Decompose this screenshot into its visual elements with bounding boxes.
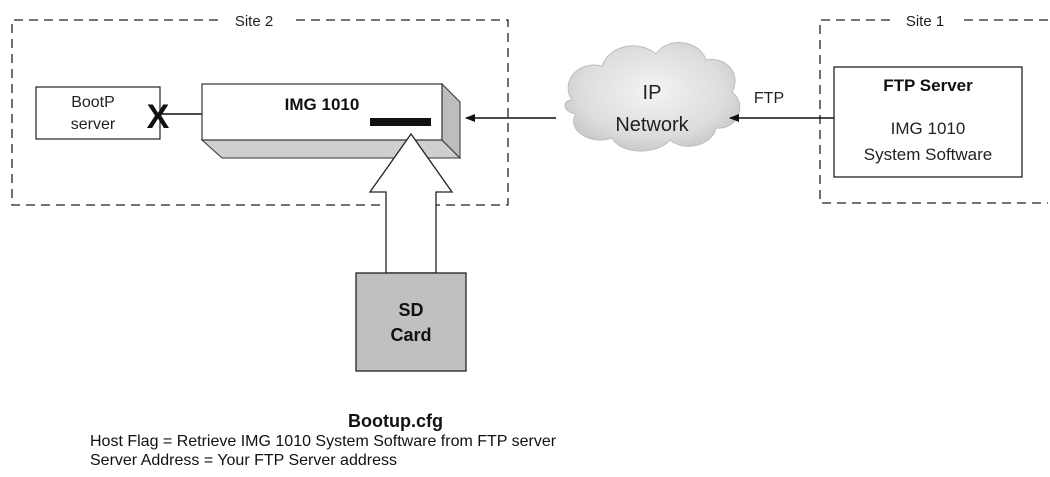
ftp-server-line2: System Software xyxy=(864,145,993,164)
ip-network-label-line2: Network xyxy=(615,114,689,136)
img-1010-label: IMG 1010 xyxy=(285,95,360,114)
site-1-label: Site 1 xyxy=(906,13,944,30)
sd-card: SD Card xyxy=(355,272,467,372)
site-2-label: Site 2 xyxy=(235,13,273,30)
sd-card-label-line2: Card xyxy=(390,325,431,345)
ftp-link-label: FTP xyxy=(754,90,784,107)
sd-slot xyxy=(370,118,431,126)
sd-card-label-line1: SD xyxy=(398,300,423,320)
site-1-boundary: Site 1 xyxy=(819,13,1048,204)
site-2-boundary: Site 2 xyxy=(11,13,509,206)
ftp-server: FTP Server IMG 1010 System Software xyxy=(833,66,1023,178)
config-filename: Bootup.cfg xyxy=(348,411,443,431)
ip-network-label-line1: IP xyxy=(643,82,662,104)
bootup-config-caption: Bootup.cfg Host Flag = Retrieve IMG 1010… xyxy=(90,410,790,470)
img-1010-device: IMG 1010 xyxy=(200,82,462,160)
bootp-server-label-line2: server xyxy=(71,116,116,133)
bootp-server: BootP server xyxy=(35,86,161,140)
ftp-server-line1: IMG 1010 xyxy=(891,119,966,138)
ip-network-cloud: IP Network xyxy=(564,42,741,152)
sd-card-upload-arrow xyxy=(368,132,454,274)
blocked-x-icon: X xyxy=(147,98,170,136)
host-flag-line: Host Flag = Retrieve IMG 1010 System Sof… xyxy=(90,433,557,450)
ftp-server-title: FTP Server xyxy=(883,76,973,95)
bootp-server-label-line1: BootP xyxy=(71,94,115,111)
server-address-line: Server Address = Your FTP Server address xyxy=(90,452,397,469)
